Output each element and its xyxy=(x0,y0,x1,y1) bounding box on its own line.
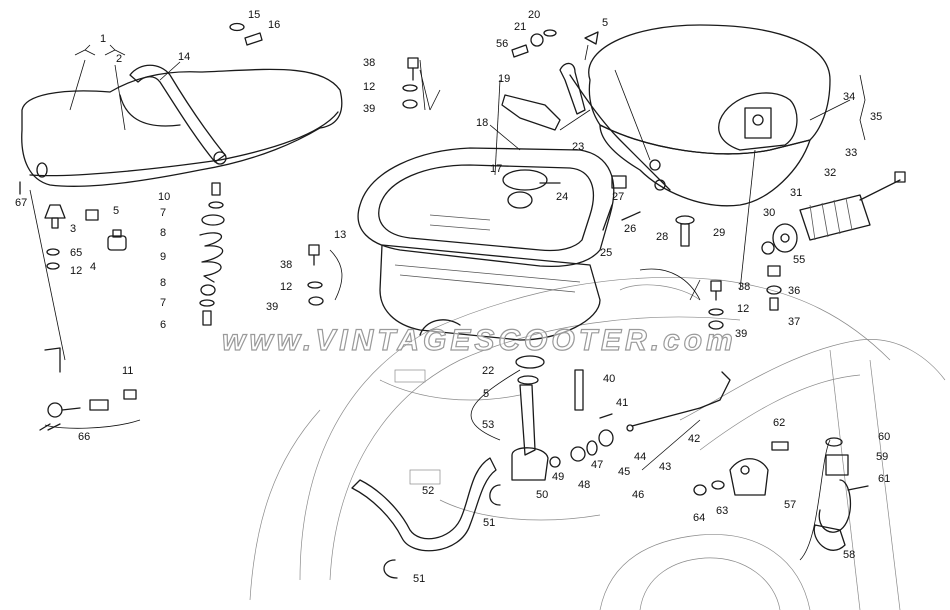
callout-29: 29 xyxy=(713,227,725,239)
callout-18: 18 xyxy=(476,117,488,129)
callout-64: 64 xyxy=(693,512,705,524)
callout-49: 49 xyxy=(552,471,564,483)
callout-55: 55 xyxy=(793,254,805,266)
callout-6: 6 xyxy=(160,319,166,331)
callout-15: 15 xyxy=(248,9,260,21)
single-seat xyxy=(559,24,831,207)
callout-labels: 1234555677889101112121212131415161718192… xyxy=(15,9,890,585)
callout-52: 52 xyxy=(422,485,434,497)
callout-30: 30 xyxy=(763,207,775,219)
callout-42: 42 xyxy=(688,433,700,445)
lower-right-hardware xyxy=(693,437,869,561)
callout-3: 3 xyxy=(70,223,76,235)
callout-19: 19 xyxy=(498,73,510,85)
callout-39: 39 xyxy=(266,301,278,313)
tank-cap-hardware xyxy=(402,29,695,247)
callout-38: 38 xyxy=(363,57,375,69)
callout-39: 39 xyxy=(735,328,747,340)
seat-spring-assembly xyxy=(761,171,906,311)
callout-60: 60 xyxy=(878,431,890,443)
hinge-pin-parts xyxy=(39,347,141,431)
callout-32: 32 xyxy=(824,167,836,179)
callout-21: 21 xyxy=(514,21,526,33)
callout-53: 53 xyxy=(482,419,494,431)
callout-51: 51 xyxy=(483,517,495,529)
callout-35: 35 xyxy=(870,111,882,123)
callout-48: 48 xyxy=(578,479,590,491)
callout-47: 47 xyxy=(591,459,603,471)
callout-12: 12 xyxy=(363,81,375,93)
callout-11: 11 xyxy=(122,365,133,377)
callout-24: 24 xyxy=(556,191,568,203)
fuel-tap-assembly xyxy=(351,355,731,579)
callout-5: 5 xyxy=(602,17,608,29)
callout-7: 7 xyxy=(160,297,166,309)
callout-5: 5 xyxy=(483,388,489,400)
callout-62: 62 xyxy=(773,417,785,429)
callout-12: 12 xyxy=(737,303,749,315)
callout-46: 46 xyxy=(632,489,644,501)
callout-10: 10 xyxy=(158,191,170,203)
callout-31: 31 xyxy=(790,187,802,199)
callout-8: 8 xyxy=(160,227,166,239)
callout-16: 16 xyxy=(268,19,280,31)
callout-40: 40 xyxy=(603,373,615,385)
callout-45: 45 xyxy=(618,466,630,478)
callout-39: 39 xyxy=(363,103,375,115)
seat-mount-small-parts xyxy=(19,22,263,326)
leader-lines xyxy=(29,44,866,471)
callout-12: 12 xyxy=(280,281,292,293)
callout-17: 17 xyxy=(490,163,502,175)
callout-5: 5 xyxy=(113,205,119,217)
callout-7: 7 xyxy=(160,207,166,219)
fuel-tank xyxy=(357,147,615,341)
scooter-body-outline xyxy=(249,277,946,610)
callout-22: 22 xyxy=(482,365,494,377)
callout-26: 26 xyxy=(624,223,636,235)
callout-20: 20 xyxy=(528,9,540,21)
callout-28: 28 xyxy=(656,231,668,243)
callout-43: 43 xyxy=(659,461,671,473)
callout-13: 13 xyxy=(334,229,346,241)
callout-12: 12 xyxy=(70,265,82,277)
callout-33: 33 xyxy=(845,147,857,159)
callout-36: 36 xyxy=(788,285,800,297)
callout-58: 58 xyxy=(843,549,855,561)
callout-61: 61 xyxy=(878,473,890,485)
callout-51: 51 xyxy=(413,573,425,585)
dual-seat-assembly xyxy=(21,64,343,187)
tank-mount-bolts xyxy=(307,244,724,330)
callout-63: 63 xyxy=(716,505,728,517)
callout-66: 66 xyxy=(78,431,90,443)
callout-34: 34 xyxy=(843,91,855,103)
callout-59: 59 xyxy=(876,451,888,463)
callout-37: 37 xyxy=(788,316,800,328)
callout-14: 14 xyxy=(178,51,190,63)
callout-56: 56 xyxy=(496,38,508,50)
callout-57: 57 xyxy=(784,499,796,511)
watermark: www.VINTAGESCOOTER.com xyxy=(222,324,737,357)
callout-44: 44 xyxy=(634,451,646,463)
callout-41: 41 xyxy=(616,397,628,409)
callout-65: 65 xyxy=(70,247,82,259)
callout-38: 38 xyxy=(280,259,292,271)
callout-1: 1 xyxy=(100,33,106,45)
callout-50: 50 xyxy=(536,489,548,501)
callout-8: 8 xyxy=(160,277,166,289)
callout-25: 25 xyxy=(600,247,612,259)
callout-27: 27 xyxy=(612,191,624,203)
callout-4: 4 xyxy=(90,261,96,273)
callout-23: 23 xyxy=(572,141,584,153)
callout-38: 38 xyxy=(738,281,750,293)
callout-9: 9 xyxy=(160,251,166,263)
callout-2: 2 xyxy=(116,53,122,65)
callout-67: 67 xyxy=(15,197,27,209)
